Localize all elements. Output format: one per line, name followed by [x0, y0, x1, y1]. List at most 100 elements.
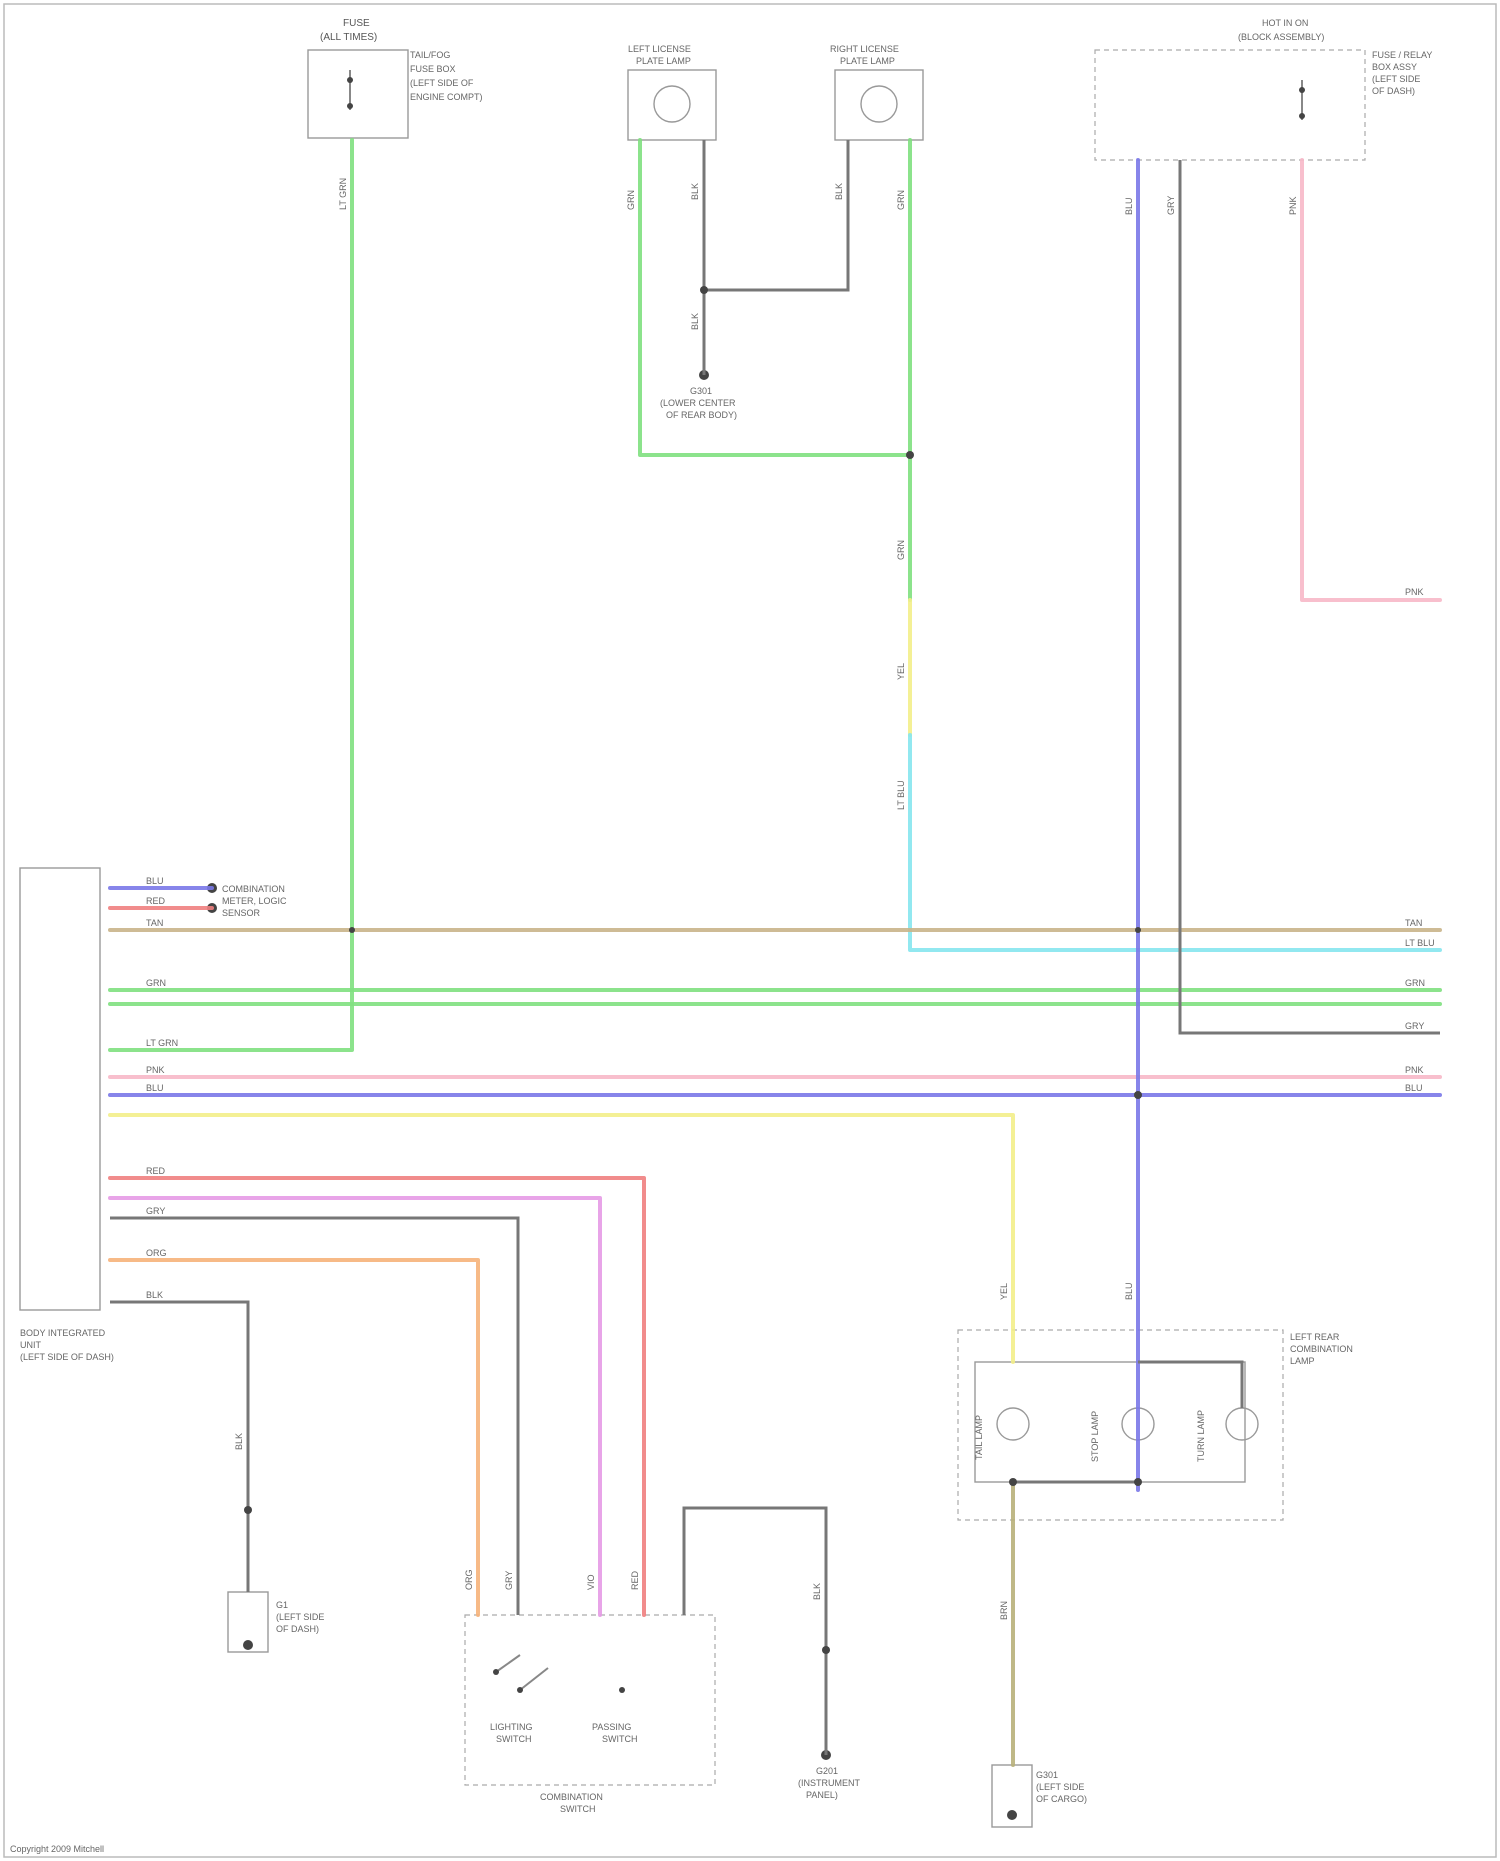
svg-text:PLATE LAMP: PLATE LAMP — [636, 56, 691, 66]
module-destination-labels: COMBINATION METER, LOGIC SENSOR — [207, 883, 287, 918]
svg-text:G201: G201 — [816, 1766, 838, 1776]
svg-text:(LEFT SIDE OF: (LEFT SIDE OF — [410, 78, 474, 88]
wire-blk-g1 — [110, 1302, 248, 1592]
svg-text:ORG: ORG — [464, 1569, 474, 1590]
svg-text:LAMP: LAMP — [1290, 1356, 1315, 1366]
svg-text:SWITCH: SWITCH — [496, 1734, 532, 1744]
svg-text:COMBINATION: COMBINATION — [540, 1792, 603, 1802]
svg-text:GRY: GRY — [146, 1206, 165, 1216]
svg-text:BLU: BLU — [1124, 1282, 1134, 1300]
svg-text:BLU: BLU — [146, 1083, 164, 1093]
svg-text:SWITCH: SWITCH — [560, 1804, 596, 1814]
svg-text:GRY: GRY — [1405, 1021, 1424, 1031]
combination-switch: COMBINATION SWITCH LIGHTING SWITCH PASSI… — [465, 1615, 715, 1814]
svg-text:(LEFT SIDE: (LEFT SIDE — [1036, 1782, 1084, 1792]
svg-text:GRN: GRN — [896, 540, 906, 560]
ground-g301-lower: G301 (LOWER CENTER OF REAR BODY) — [660, 370, 737, 420]
wire-pnk-relay — [1302, 160, 1440, 600]
wire-gry-switch — [110, 1218, 518, 1615]
svg-text:LEFT LICENSE: LEFT LICENSE — [628, 44, 691, 54]
svg-text:GRN: GRN — [626, 190, 636, 210]
left-license-plate-lamp: LEFT LICENSE PLATE LAMP — [628, 44, 716, 140]
svg-text:RED: RED — [146, 896, 166, 906]
svg-text:PNK: PNK — [1405, 1065, 1424, 1075]
wire-lamp-internal — [1013, 1362, 1242, 1482]
svg-text:G301: G301 — [690, 386, 712, 396]
wire-gry-relay — [1180, 160, 1440, 1033]
footer-copyright: Copyright 2009 Mitchell — [10, 1844, 104, 1854]
svg-text:BLK: BLK — [690, 183, 700, 200]
svg-text:STOP LAMP: STOP LAMP — [1090, 1411, 1100, 1462]
svg-text:PNK: PNK — [146, 1065, 165, 1075]
svg-text:LT BLU: LT BLU — [896, 780, 906, 810]
svg-text:BLK: BLK — [812, 1583, 822, 1600]
svg-text:BODY INTEGRATED: BODY INTEGRATED — [20, 1328, 106, 1338]
fuse-relay-box: HOT IN ON (BLOCK ASSEMBLY) FUSE / RELAY … — [1095, 18, 1432, 160]
svg-text:RED: RED — [630, 1570, 640, 1590]
svg-text:FUSE: FUSE — [343, 18, 370, 29]
svg-text:VIO: VIO — [586, 1574, 596, 1590]
svg-text:HOT IN ON: HOT IN ON — [1262, 18, 1308, 28]
wire-yel-lamp — [110, 1115, 1013, 1362]
svg-text:PASSING: PASSING — [592, 1722, 631, 1732]
wire-lt-blu — [910, 735, 1440, 950]
svg-text:BRN: BRN — [999, 1601, 1009, 1620]
ground-g1: G1 (LEFT SIDE OF DASH) — [228, 1592, 324, 1652]
svg-text:COMBINATION: COMBINATION — [1290, 1344, 1353, 1354]
svg-text:LT GRN: LT GRN — [338, 178, 348, 210]
svg-text:(ALL TIMES): (ALL TIMES) — [320, 32, 377, 43]
svg-text:TAN: TAN — [146, 918, 163, 928]
svg-text:BLK: BLK — [834, 183, 844, 200]
svg-text:BOX ASSY: BOX ASSY — [1372, 62, 1417, 72]
svg-text:LEFT REAR: LEFT REAR — [1290, 1332, 1340, 1342]
svg-text:PNK: PNK — [1405, 587, 1424, 597]
svg-text:OF DASH): OF DASH) — [1372, 86, 1415, 96]
svg-text:(BLOCK ASSEMBLY): (BLOCK ASSEMBLY) — [1238, 32, 1324, 42]
svg-text:YEL: YEL — [896, 663, 906, 680]
wire-org-switch — [110, 1260, 478, 1615]
svg-text:GRN: GRN — [1405, 978, 1425, 988]
ground-g201: G201 (INSTRUMENT PANEL) — [798, 1750, 860, 1800]
svg-text:TAN: TAN — [1405, 918, 1422, 928]
svg-text:PNK: PNK — [1288, 196, 1298, 215]
svg-text:RIGHT LICENSE: RIGHT LICENSE — [830, 44, 899, 54]
svg-text:(INSTRUMENT: (INSTRUMENT — [798, 1778, 860, 1788]
svg-text:SWITCH: SWITCH — [602, 1734, 638, 1744]
svg-text:LT GRN: LT GRN — [146, 1038, 178, 1048]
svg-text:OF DASH): OF DASH) — [276, 1624, 319, 1634]
svg-text:GRN: GRN — [146, 978, 166, 988]
svg-text:COMBINATION: COMBINATION — [222, 884, 285, 894]
svg-text:RED: RED — [146, 1166, 166, 1176]
svg-text:(LOWER CENTER: (LOWER CENTER — [660, 398, 736, 408]
svg-text:SENSOR: SENSOR — [222, 908, 261, 918]
body-integrated-unit: BODY INTEGRATED UNIT (LEFT SIDE OF DASH) — [20, 868, 114, 1362]
svg-text:UNIT: UNIT — [20, 1340, 41, 1350]
ground-g301-cargo: G301 (LEFT SIDE OF CARGO) — [992, 1765, 1087, 1827]
svg-text:YEL: YEL — [999, 1283, 1009, 1300]
svg-text:OF REAR BODY): OF REAR BODY) — [666, 410, 737, 420]
svg-text:(LEFT SIDE: (LEFT SIDE — [1372, 74, 1420, 84]
svg-text:GRY: GRY — [504, 1571, 514, 1590]
wire-blk-license-ground — [704, 140, 848, 375]
svg-text:BLK: BLK — [690, 313, 700, 330]
svg-text:GRN: GRN — [896, 190, 906, 210]
svg-text:BLU: BLU — [146, 876, 164, 886]
fuse-all-times: FUSE (ALL TIMES) TAIL/FOG FUSE BOX (LEFT… — [308, 18, 483, 138]
svg-text:GRY: GRY — [1166, 196, 1176, 215]
svg-text:TURN LAMP: TURN LAMP — [1196, 1410, 1206, 1462]
svg-text:G301: G301 — [1036, 1770, 1058, 1780]
wires — [110, 140, 1440, 1765]
svg-text:TAIL/FOG: TAIL/FOG — [410, 50, 450, 60]
left-rear-combination-lamp: LEFT REAR COMBINATION LAMP TAIL LAMP STO… — [958, 1330, 1353, 1520]
svg-text:ORG: ORG — [146, 1248, 167, 1258]
svg-text:BLK: BLK — [234, 1433, 244, 1450]
svg-text:OF CARGO): OF CARGO) — [1036, 1794, 1087, 1804]
svg-text:FUSE BOX: FUSE BOX — [410, 64, 456, 74]
svg-text:ENGINE COMPT): ENGINE COMPT) — [410, 92, 483, 102]
svg-text:PANEL): PANEL) — [806, 1790, 838, 1800]
svg-text:BLK: BLK — [146, 1290, 163, 1300]
svg-text:TAIL LAMP: TAIL LAMP — [974, 1415, 984, 1460]
svg-text:FUSE / RELAY: FUSE / RELAY — [1372, 50, 1432, 60]
svg-text:LT BLU: LT BLU — [1405, 938, 1435, 948]
